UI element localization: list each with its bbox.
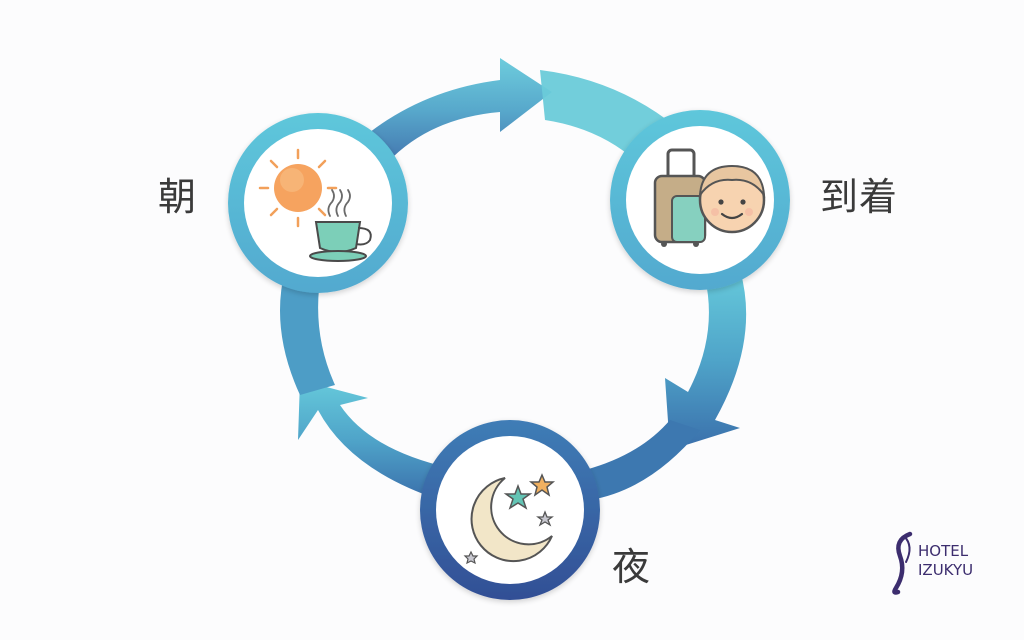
night-node — [420, 420, 600, 600]
arrow-arrival-to-night — [585, 270, 747, 500]
logo-line-hotel: HOTEL — [918, 542, 969, 560]
logo-line-izukyu: IZUKYU — [918, 561, 974, 579]
moon-icon — [470, 477, 553, 563]
logo-mark-icon — [892, 531, 913, 595]
hotel-izukyu-logo: HOTEL IZUKYU — [888, 530, 984, 596]
sun-icon — [258, 148, 338, 228]
coffee-cup-icon — [309, 189, 372, 262]
guest-face-icon — [698, 164, 766, 234]
arrow-night-to-morning — [280, 268, 450, 500]
night-label: 夜 — [612, 545, 652, 589]
morning-label: 朝 — [158, 175, 198, 219]
star-icon — [463, 473, 556, 565]
suitcase-icon — [653, 148, 707, 247]
arrival-label: 到着 — [820, 175, 899, 219]
morning-node — [228, 113, 408, 293]
